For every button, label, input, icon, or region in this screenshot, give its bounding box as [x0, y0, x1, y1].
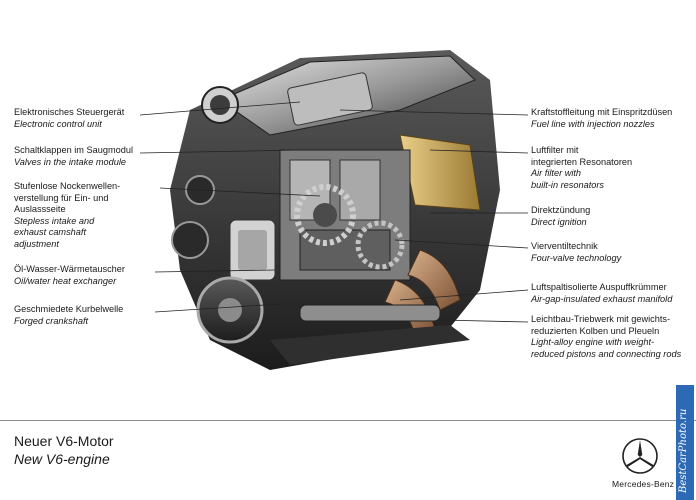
label-de: Direktzündung — [531, 205, 591, 215]
label-de: Elektronisches Steuergerät — [14, 107, 125, 117]
label-en: Electronic control unit — [14, 118, 102, 129]
label-heat-exchanger: Öl-Wasser-Wärmetauscher Oil/water heat e… — [14, 264, 125, 287]
label-en: Four-valve technology — [531, 252, 622, 263]
title-de: Neuer V6-Motor — [14, 433, 114, 449]
label-en: Light-alloy engine with weight- reduced … — [531, 337, 682, 359]
footer-divider — [0, 420, 696, 421]
engine-illustration — [170, 50, 500, 370]
camshaft-sprocket-2 — [355, 220, 405, 270]
label-en: Air filter with built-in resonators — [531, 168, 605, 190]
label-de: Kraftstoffleitung mit Einspritzdüsen — [531, 107, 673, 117]
label-intake-valves: Schaltklappen im Saugmodul Valves in the… — [14, 145, 133, 168]
label-direct-ignition: Direktzündung Direct ignition — [531, 205, 590, 228]
label-de: Leichtbau-Triebwerk mit gewichts- reduzi… — [531, 314, 671, 336]
footer-title: Neuer V6-Motor New V6-engine — [14, 432, 114, 468]
label-fuel-line: Kraftstoffleitung mit Einspritzdüsen Fue… — [531, 107, 672, 130]
label-en: Forged crankshaft — [14, 315, 89, 326]
watermark: BestCarPhoto.ru — [676, 385, 694, 500]
label-de: Schaltklappen im Saugmodul — [14, 145, 133, 155]
label-en: Direct ignition — [531, 216, 587, 227]
watermark-text: BestCarPhoto.ru — [678, 408, 689, 493]
crankshaft — [299, 304, 441, 322]
label-electronic-control-unit: Elektronisches Steuergerät Electronic co… — [14, 107, 124, 130]
label-en: Valves in the intake module — [14, 156, 127, 167]
label-en: Fuel line with injection nozzles — [531, 118, 655, 129]
mercedes-star-logo — [622, 438, 658, 474]
label-forged-crankshaft: Geschmiedete Kurbelwelle Forged cranksha… — [14, 304, 123, 327]
label-light-alloy-engine: Leichtbau-Triebwerk mit gewichts- reduzi… — [531, 314, 681, 360]
label-camshaft-adjustment: Stufenlose Nockenwellen- verstellung für… — [14, 181, 120, 250]
title-en: New V6-engine — [14, 451, 110, 467]
label-air-filter: Luftfilter mit integrierten Resonatoren … — [531, 145, 632, 191]
label-de: Vierventiltechnik — [531, 241, 598, 251]
label-de: Luftfilter mit integrierten Resonatoren — [531, 145, 633, 167]
control-unit — [287, 72, 373, 126]
camshaft-sprocket — [294, 184, 356, 246]
label-four-valve: Vierventiltechnik Four-valve technology — [531, 241, 621, 264]
label-exhaust-manifold: Luftspaltisolierte Auspuffkrümmer Air-ga… — [531, 282, 672, 305]
brand-name: Mercedes-Benz — [612, 479, 675, 489]
label-en: Air-gap-insulated exhaust manifold — [531, 293, 673, 304]
label-de: Öl-Wasser-Wärmetauscher — [14, 264, 125, 274]
label-en: Stepless intake and exhaust camshaft adj… — [14, 215, 95, 249]
label-de: Stufenlose Nockenwellen- verstellung für… — [14, 181, 121, 214]
label-de: Geschmiedete Kurbelwelle — [14, 304, 124, 314]
label-en: Oil/water heat exchanger — [14, 275, 117, 286]
label-de: Luftspaltisolierte Auspuffkrümmer — [531, 282, 667, 292]
exhaust-manifold — [407, 249, 461, 311]
